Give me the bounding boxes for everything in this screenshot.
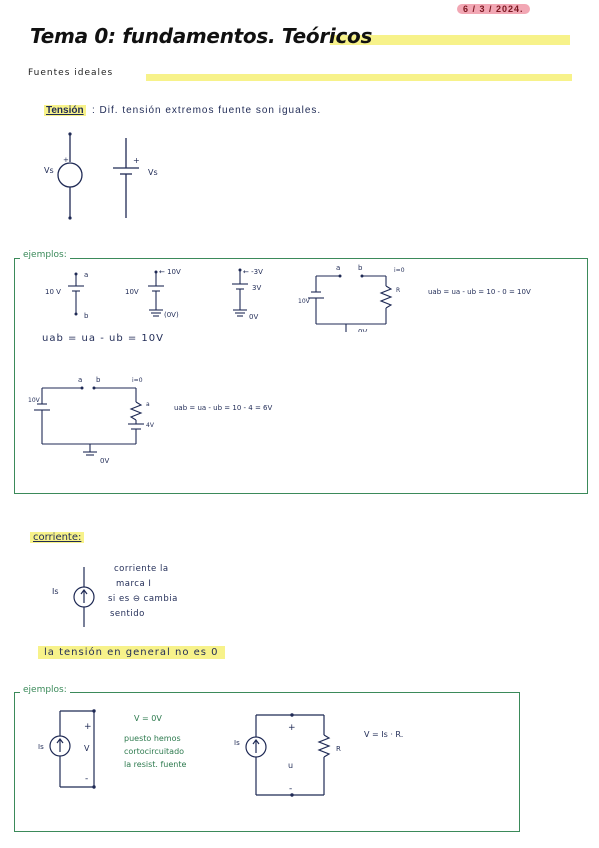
vs-label-circle: Vs (44, 166, 54, 175)
c4-source-label: 10V (298, 298, 311, 305)
corriente-line-2: marca I (116, 579, 152, 589)
examples-label-2: ejemplos: (20, 685, 70, 695)
c4-node-b: b (358, 264, 363, 272)
corriente-explanation: corriente la marca I si es ⊖ cambia sent… (108, 562, 178, 622)
c2-top-label: ← 10V (159, 268, 181, 276)
plus-sign-circle: + (63, 156, 69, 164)
v-equals-zero: V = 0V (134, 714, 162, 723)
short-circuit-explanation: puesto hemos cortocircuitado la resist. … (124, 732, 186, 771)
equation-uab-c5: uab = ua - ub = 10 - 4 = 6V (174, 404, 272, 412)
c3-top-label: ← -3V (243, 268, 263, 276)
c5-current-label: i=0 (132, 377, 143, 384)
green-line-2: cortocircuitado (124, 747, 185, 756)
green-line-3: la resist. fuente (124, 760, 187, 769)
corriente-heading: corriente: (30, 532, 85, 543)
c6-plus: + (84, 722, 92, 732)
tension-note: la tensión en general no es 0 (38, 646, 225, 659)
vs-label-battery: Vs (148, 168, 158, 177)
examples-label-1: ejemplos: (20, 250, 70, 260)
equation-uab-right: uab = ua - ub = 10 - 0 = 10V (428, 288, 531, 296)
date-badge: 6 / 3 / 2024. (457, 4, 530, 14)
c4-ground-label: 0V (358, 328, 367, 332)
c7-r-label: R (336, 745, 341, 753)
c3-ground-label: 0V (249, 313, 258, 321)
c6-minus: - (85, 774, 88, 784)
c5-source-label: 10V (28, 397, 41, 404)
examples-circuits-row: 10 V a b 10V ← 10V (0V) ← -3V 3V 0V a b … (45, 264, 531, 332)
corriente-line-4: sentido (110, 609, 145, 619)
is-label: Is (52, 587, 59, 596)
examples-box-1 (14, 258, 588, 494)
c7-minus: - (289, 784, 292, 794)
c6-v-label: V (84, 744, 90, 753)
example-circuit-5: a b i=0 10V a 4V 0V uab = ua - ub = 10 -… (28, 376, 272, 465)
voltage-source-symbols: Vs + + Vs (44, 132, 158, 220)
c7-u-label: u (288, 761, 293, 770)
c3-mid-label: 3V (252, 284, 261, 292)
subtitle-highlight (146, 74, 572, 81)
c5-resistor-label: a (146, 401, 150, 408)
c6-is-label: Is (38, 743, 44, 751)
tension-heading: Tensión (44, 105, 86, 116)
c1-node-b: b (84, 312, 89, 320)
c5-ground-label: 0V (100, 457, 109, 465)
page-title: Tema 0: fundamentos. Teóricos (30, 24, 373, 48)
corriente-line-1: corriente la (114, 564, 169, 574)
equation-uab-left: uab = ua - ub = 10V (42, 333, 164, 344)
examples-box-2 (14, 692, 520, 832)
c1-source-label: 10 V (45, 288, 61, 296)
c4-current-label: i=0 (394, 267, 405, 274)
green-line-1: puesto hemos (124, 734, 181, 743)
c2-source-label: 10V (125, 288, 139, 296)
c4-node-a: a (336, 264, 340, 272)
c5-node-a: a (78, 376, 82, 384)
c2-ground-label: (0V) (164, 311, 179, 319)
plus-sign-battery: + (133, 156, 140, 165)
c7-is-label: Is (234, 739, 240, 747)
current-source-symbol: Is (52, 567, 95, 627)
c4-resistor-label: R (396, 287, 400, 294)
section-subtitle: Fuentes ideales (28, 68, 114, 78)
c5-node-b: b (96, 376, 101, 384)
c5-4v-label: 4V (146, 422, 155, 429)
title-highlight (330, 35, 570, 45)
v-equals-is-r: V = Is · R. (364, 730, 403, 739)
c7-plus: + (288, 723, 296, 733)
corriente-line-3: si es ⊖ cambia (108, 594, 178, 604)
c1-node-a: a (84, 271, 88, 279)
examples-2-circuits: Is + V - V = 0V Is + u - R V = Is · R. (38, 709, 403, 797)
tension-definition: : Dif. tensión extremos fuente son igual… (92, 105, 322, 116)
